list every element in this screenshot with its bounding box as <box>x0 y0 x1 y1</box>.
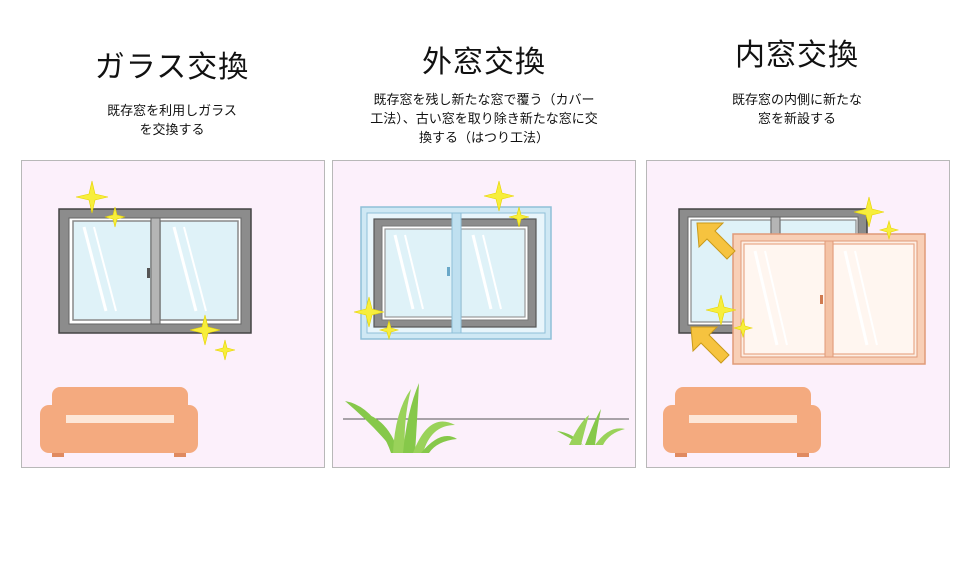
inner-window-icon <box>732 233 926 365</box>
description-line: 換する（はつり工法） <box>418 131 549 146</box>
column-title: ガラス交換 <box>94 50 250 85</box>
column-description: 既存窓の内側に新たな 窓を新設する <box>645 91 949 129</box>
description-line: 既存窓の内側に新たな <box>731 93 862 108</box>
arrow-icon <box>690 222 736 364</box>
illustration-inner-window-exchange <box>663 196 926 457</box>
description-line: 窓を新設する <box>757 112 836 127</box>
panel-glass-exchange <box>21 160 325 468</box>
sparkle-icon <box>705 196 900 339</box>
illustration-outer-window-exchange <box>343 180 629 453</box>
window-icon <box>360 206 552 340</box>
description-line: 既存窓を残し新たな窓で覆う（カバー <box>373 93 595 108</box>
description-line: を交換する <box>139 123 205 138</box>
sparkle-icon <box>353 180 530 341</box>
sparkle-icon <box>75 180 236 361</box>
sofa-icon <box>663 387 821 457</box>
panel-inner-window-exchange <box>646 160 950 468</box>
description-line: 工法）、古い窓を取り除き新たな窓に交 <box>370 112 598 127</box>
column-title: 内窓交換 <box>735 38 859 73</box>
sofa-icon <box>40 387 198 457</box>
column-description: 既存窓を残し新たな窓で覆う（カバー 工法）、古い窓を取り除き新たな窓に交 換する… <box>332 91 636 148</box>
panel-outer-window-exchange <box>332 160 636 468</box>
window-icon <box>58 208 252 334</box>
illustration-glass-exchange <box>40 180 252 457</box>
description-line: 既存窓を利用しガラス <box>107 104 237 119</box>
grass-icon <box>345 383 625 453</box>
column-title: 外窓交換 <box>422 45 546 80</box>
column-description: 既存窓を利用しガラス を交換する <box>20 102 324 140</box>
